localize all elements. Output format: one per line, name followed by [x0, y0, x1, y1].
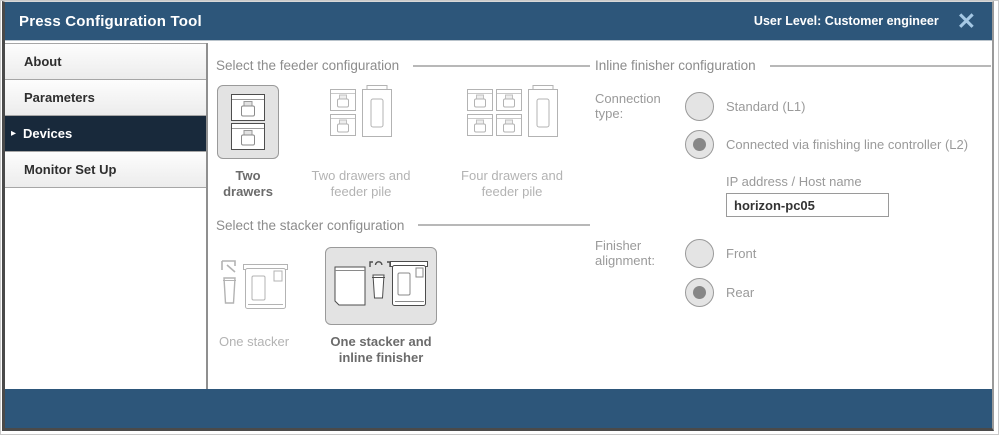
stacker-option-label: One stacker and inline finisher [330, 333, 432, 365]
one-stacker-icon [219, 247, 289, 325]
drawer-icon [330, 114, 356, 136]
radio-standard-l1-label[interactable]: Standard (L1) [726, 98, 806, 114]
connection-type-row: Connection type: Standard (L1) [595, 91, 991, 121]
title-bar-right: User Level: Customer engineer ✕ [753, 7, 978, 34]
feeder-pile-icon [362, 85, 392, 137]
two-drawers-icon [217, 85, 279, 159]
one-stacker-and-inline-finisher-icon [325, 246, 437, 325]
finisher-alignment-row: Finisher alignment: Front [595, 238, 991, 268]
stacker-option-label: One stacker [218, 333, 290, 349]
sidebar-item-label: Parameters [24, 90, 95, 105]
sidebar-item-devices[interactable]: ▸ Devices [5, 116, 206, 152]
radio-front-label[interactable]: Front [726, 245, 757, 261]
feeder-heading-text: Select the feeder configuration [216, 58, 400, 73]
active-item-arrow-icon: ▸ [11, 128, 17, 139]
sidebar-list: About Parameters ▸ Devices Monitor Set U… [5, 43, 206, 188]
finisher-cluster-icon [334, 260, 428, 306]
radio-front[interactable] [685, 238, 714, 268]
four-drawers-and-feeder-pile-icon [466, 85, 558, 159]
connection-l2-row: Connected via finishing line controller … [685, 130, 991, 159]
user-level-label: User Level: Customer engineer [753, 14, 939, 28]
feeder-option-label: Two drawers and feeder pile [311, 168, 411, 200]
drawer-icon [466, 89, 493, 111]
sidebar-item-parameters[interactable]: Parameters [5, 80, 206, 116]
drawer-icon [231, 123, 265, 150]
feeder-option-two-drawers[interactable]: Two drawers [216, 85, 280, 201]
stacker-option-one-stacker-inline-finisher[interactable]: One stacker and inline finisher [324, 246, 438, 367]
feeder-option-label: Four drawers and feeder pile [461, 168, 563, 200]
feeder-pile-icon [527, 85, 558, 137]
radio-rear-label[interactable]: Rear [726, 285, 755, 300]
finisher-section-heading: Inline finisher configuration [595, 58, 991, 73]
finisher-alignment-rear-row: Rear [685, 278, 991, 307]
ip-address-input[interactable] [726, 193, 889, 217]
heading-rule [413, 64, 590, 67]
two-drawers-and-feeder-pile-icon [330, 85, 392, 159]
drawer-icon [330, 89, 356, 111]
feeder-options: Two drawers [216, 85, 590, 201]
drawer-grid [466, 89, 522, 136]
drawer-icon [231, 94, 265, 121]
connection-type-label: Connection type: [595, 91, 661, 121]
sidebar-item-label: About [24, 54, 62, 69]
close-icon[interactable]: ✕ [956, 7, 976, 34]
window-title: Press Configuration Tool [19, 12, 202, 30]
heading-rule [418, 224, 590, 226]
stacker-cluster-icon [221, 259, 288, 309]
stacker-option-one-stacker[interactable]: One stacker [216, 247, 292, 350]
title-bar: Press Configuration Tool User Level: Cus… [5, 2, 992, 41]
sidebar-item-label: Monitor Set Up [24, 162, 117, 177]
stacker-options: One stacker [216, 246, 590, 367]
feeder-option-four-drawers-feeder-pile[interactable]: Four drawers and feeder pile [442, 85, 582, 201]
finisher-heading-text: Inline finisher configuration [595, 58, 756, 73]
heading-rule [769, 64, 991, 67]
inline-finisher-panel: Inline finisher configuration Connection… [595, 43, 991, 307]
feeder-option-two-drawers-feeder-pile[interactable]: Two drawers and feeder pile [307, 85, 415, 201]
finisher-alignment-label: Finisher alignment: [595, 238, 655, 268]
footer-bar [5, 389, 992, 428]
sidebar-item-monitor-set-up[interactable]: Monitor Set Up [5, 152, 206, 188]
drawer-icon [495, 89, 522, 111]
feeder-section-heading: Select the feeder configuration [216, 58, 590, 73]
sidebar: About Parameters ▸ Devices Monitor Set U… [5, 43, 208, 389]
stacker-section-heading: Select the stacker configuration [216, 218, 590, 233]
device-configuration-panel: Select the feeder configuration [216, 43, 590, 366]
stacker-heading-text: Select the stacker configuration [216, 217, 405, 233]
sidebar-item-label: Devices [23, 126, 73, 141]
radio-rear[interactable] [685, 278, 714, 307]
drawer-icon [495, 114, 522, 136]
feeder-option-label: Two drawers [223, 168, 273, 200]
radio-finishing-line-controller-l2-label[interactable]: Connected via finishing line controller … [726, 137, 969, 152]
radio-finishing-line-controller-l2[interactable] [685, 130, 714, 159]
drawer-stack [330, 89, 356, 136]
sidebar-item-about[interactable]: About [5, 44, 206, 80]
drawer-icon [466, 114, 493, 136]
radio-standard-l1[interactable] [685, 91, 714, 121]
ip-address-label: IP address / Host name [726, 174, 862, 189]
